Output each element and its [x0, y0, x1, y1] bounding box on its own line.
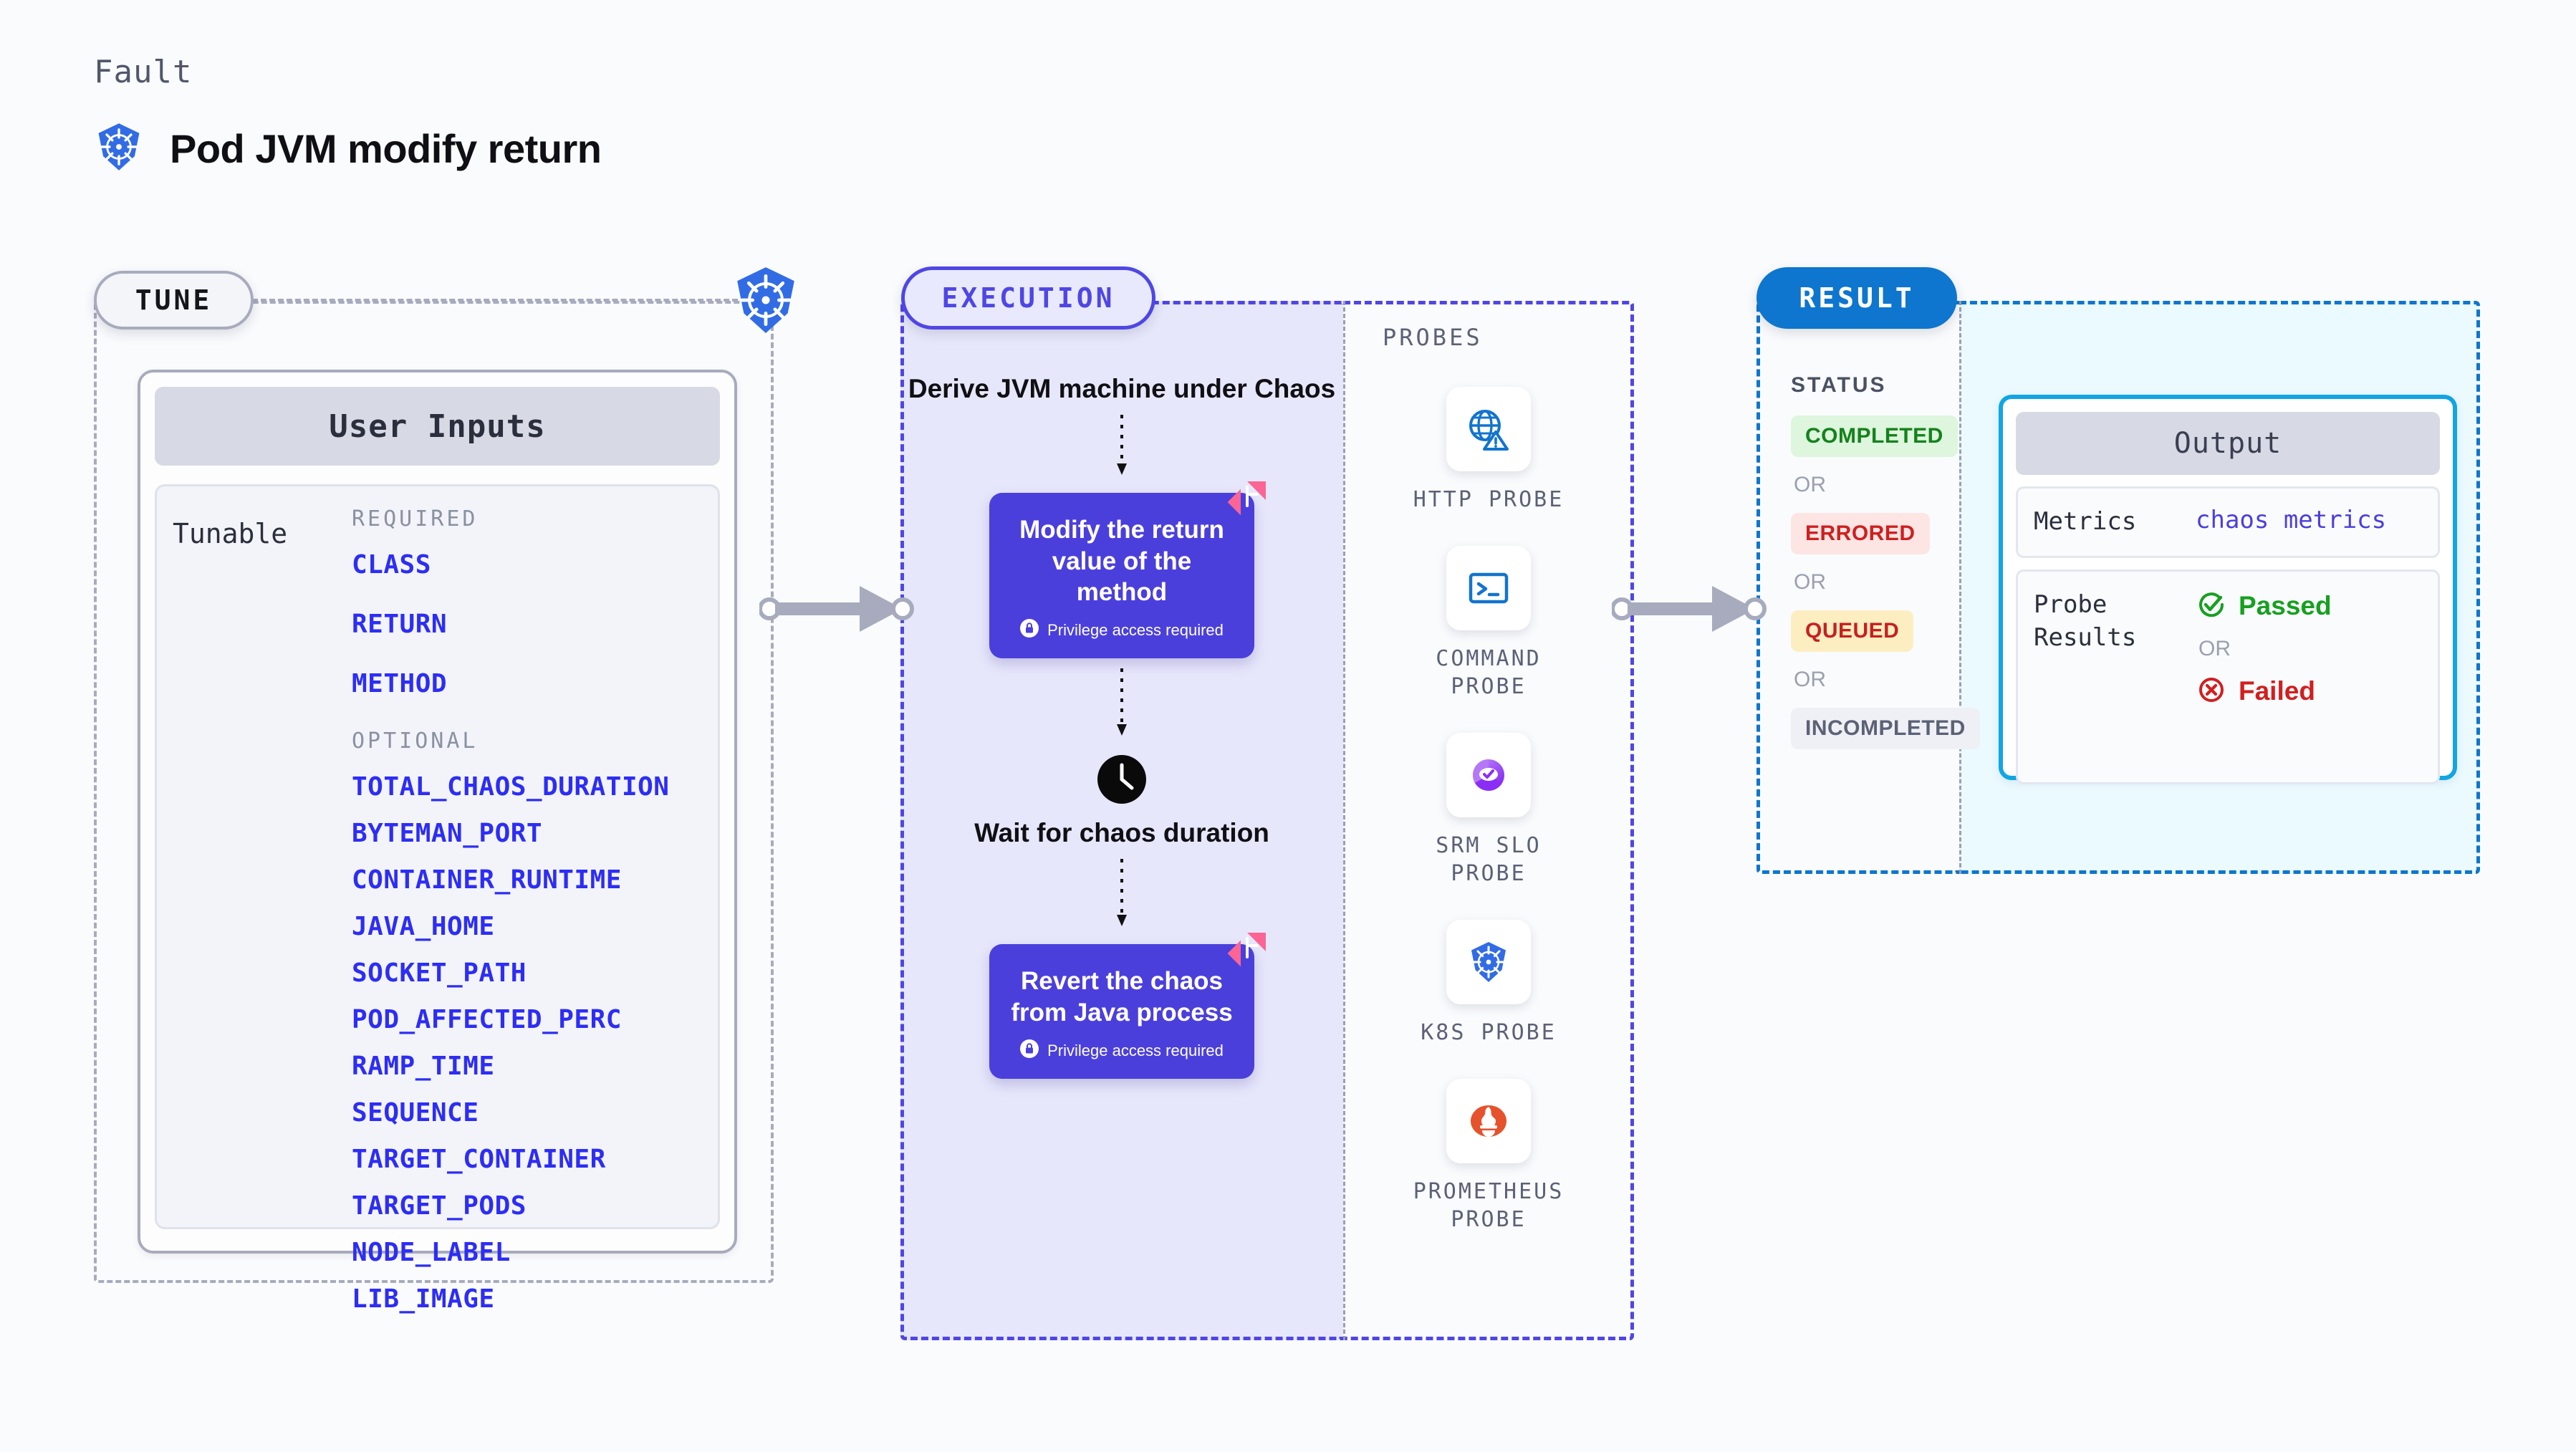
param-byteman-port[interactable]: BYTEMAN_PORT	[352, 819, 543, 848]
dotted-arrow-2	[1115, 668, 1129, 744]
param-target-container[interactable]: TARGET_CONTAINER	[352, 1145, 606, 1174]
execution-pill[interactable]: EXECUTION	[901, 266, 1155, 330]
check-circle-icon	[2196, 589, 2227, 624]
probe-http[interactable]: HTTP PROBE	[1413, 387, 1565, 514]
probe-label: HTTP PROBE	[1413, 487, 1565, 512]
probes-region	[1343, 301, 1634, 1340]
kubernetes-icon	[731, 265, 801, 335]
page-title-row: Pod JVM modify return	[94, 122, 602, 176]
probes-title: PROBES	[1383, 324, 1483, 351]
user-inputs-header: User Inputs	[155, 387, 720, 466]
terminal-icon	[1446, 545, 1531, 630]
status-badge-completed: COMPLETED	[1791, 415, 1958, 457]
probe-result-passed: Passed	[2196, 589, 2332, 624]
step-label: Revert the chaos from Java process	[1011, 967, 1233, 1027]
dotted-arrow-1	[1115, 415, 1129, 483]
x-circle-icon	[2196, 674, 2227, 709]
output-divider	[1959, 301, 2480, 874]
result-pill[interactable]: RESULT	[1756, 267, 1957, 329]
status-region	[1756, 301, 1959, 874]
tunable-box: Tunable REQUIRED CLASS RETURN METHOD OPT…	[155, 484, 720, 1314]
litmus-badge	[1226, 477, 1270, 521]
output-metrics-row: Metrics chaos metrics	[2016, 486, 2440, 558]
probe-result-failed: Failed	[2196, 674, 2332, 709]
privilege-text: Privilege access required	[1047, 1041, 1224, 1059]
connector-tune-to-execution	[758, 566, 917, 652]
privilege-text: Privilege access required	[1047, 620, 1224, 639]
dotted-arrow-3	[1115, 859, 1129, 934]
probes-list: HTTP PROBE COMMAND PROBE	[1343, 387, 1634, 1234]
probe-result-or: OR	[2198, 636, 2231, 660]
probe-command[interactable]: COMMAND PROBE	[1403, 545, 1575, 701]
param-sequence[interactable]: SEQUENCE	[352, 1098, 479, 1128]
step-modify-return-value[interactable]: Modify the return value of the method Pr…	[989, 481, 1266, 659]
status-badge-errored: ERRORED	[1791, 513, 1930, 554]
clock-icon	[1096, 754, 1148, 805]
probe-label: SRM SLO PROBE	[1436, 832, 1542, 887]
probe-k8s[interactable]: K8S PROBE	[1421, 919, 1557, 1047]
execution-flow: Derive JVM machine under Chaos Modify th…	[900, 372, 1343, 1080]
param-node-label[interactable]: NODE_LABEL	[352, 1238, 511, 1267]
param-java-home[interactable]: JAVA_HOME	[352, 912, 495, 941]
kubernetes-icon	[1446, 919, 1531, 1004]
output-probe-results-row: Probe Results Passed OR	[2016, 569, 2440, 784]
tune-pill[interactable]: TUNE	[94, 271, 254, 330]
or-label-3: OR	[1794, 668, 1826, 691]
status-badge-incompleted: INCOMPLETED	[1791, 708, 1980, 749]
tunable-label: Tunable	[173, 518, 288, 549]
kubernetes-icon	[94, 122, 144, 176]
param-class[interactable]: CLASS	[352, 550, 431, 580]
param-method[interactable]: METHOD	[352, 669, 448, 698]
prometheus-icon	[1446, 1078, 1531, 1163]
lock-icon	[1020, 619, 1039, 641]
probe-results-label: Probe Results	[2034, 590, 2137, 652]
status-badge-queued: QUEUED	[1791, 610, 1914, 652]
group-title-required: REQUIRED	[352, 506, 479, 532]
probe-label: K8S PROBE	[1421, 1019, 1557, 1045]
failed-label: Failed	[2239, 676, 2315, 706]
fault-kicker: Fault	[94, 54, 193, 90]
step-wait-for-chaos-duration: Wait for chaos duration	[974, 818, 1269, 848]
litmus-badge	[1226, 928, 1270, 973]
param-socket-path[interactable]: SOCKET_PATH	[352, 958, 527, 988]
status-title: STATUS	[1791, 373, 1887, 397]
param-ramp-time[interactable]: RAMP_TIME	[352, 1052, 495, 1081]
step-derive-jvm-machine: Derive JVM machine under Chaos	[908, 374, 1336, 403]
output-header: Output	[2016, 412, 2440, 475]
probe-label: PROMETHEUS PROBE	[1413, 1178, 1565, 1233]
slo-gauge-icon	[1446, 732, 1531, 817]
privilege-note: Privilege access required	[1006, 1039, 1237, 1062]
probe-srm-slo[interactable]: SRM SLO PROBE	[1403, 732, 1575, 888]
status-list: COMPLETED OR ERRORED OR QUEUED OR INCOMP…	[1791, 415, 1980, 749]
globe-warning-icon	[1446, 387, 1531, 471]
output-card: Output Metrics chaos metrics Probe Resul…	[1999, 395, 2457, 784]
param-pod-affected-perc[interactable]: POD_AFFECTED_PERC	[352, 1005, 622, 1034]
param-container-runtime[interactable]: CONTAINER_RUNTIME	[352, 865, 622, 895]
tunable-param-list: REQUIRED CLASS RETURN METHOD OPTIONAL TO…	[352, 506, 703, 1314]
probe-label: COMMAND PROBE	[1436, 645, 1542, 700]
param-target-pods[interactable]: TARGET_PODS	[352, 1191, 527, 1221]
or-label-2: OR	[1794, 570, 1826, 594]
privilege-note: Privilege access required	[1006, 619, 1237, 641]
metrics-value-link[interactable]: chaos metrics	[2196, 506, 2387, 534]
tune-dashed-connector	[252, 299, 746, 302]
or-label-1: OR	[1794, 473, 1826, 496]
param-total-chaos-duration[interactable]: TOTAL_CHAOS_DURATION	[352, 772, 670, 802]
page-title: Pod JVM modify return	[170, 126, 602, 171]
param-return[interactable]: RETURN	[352, 610, 448, 639]
lock-icon	[1020, 1039, 1039, 1062]
group-title-optional: OPTIONAL	[352, 729, 479, 754]
step-revert-chaos[interactable]: Revert the chaos from Java process Privi…	[989, 933, 1266, 1080]
probe-results-values: Passed OR Failed	[2196, 589, 2332, 709]
user-inputs-card: User Inputs Tunable REQUIRED CLASS RETUR…	[138, 370, 737, 1314]
connector-execution-to-result	[1610, 566, 1769, 652]
metrics-label: Metrics	[2034, 507, 2137, 536]
step-label: Modify the return value of the method	[1019, 516, 1224, 606]
probe-prometheus[interactable]: PROMETHEUS PROBE	[1403, 1078, 1575, 1234]
passed-label: Passed	[2239, 591, 2332, 621]
probes-divider	[1343, 301, 1634, 1340]
param-lib-image[interactable]: LIB_IMAGE	[352, 1284, 495, 1314]
